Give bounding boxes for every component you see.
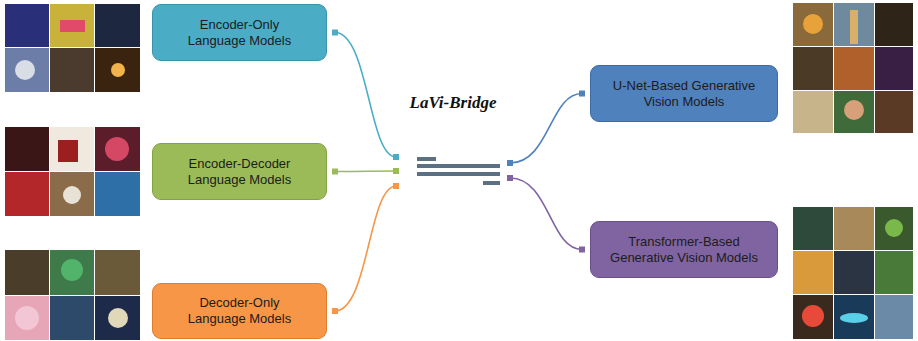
model-box: U-Net-Based Generative Vision Models bbox=[590, 65, 778, 122]
image-grid bbox=[793, 207, 913, 339]
model-box: Encoder-Decoder Language Models bbox=[152, 143, 327, 200]
model-box: Transformer-Based Generative Vision Mode… bbox=[590, 221, 778, 278]
image-grid bbox=[5, 4, 140, 92]
bridge-bars bbox=[404, 150, 502, 190]
image-grid bbox=[5, 250, 140, 340]
bridge-node: LaVi-Bridge bbox=[404, 150, 502, 190]
box-label: Decoder-Only Language Models bbox=[181, 295, 299, 327]
end-dot bbox=[393, 183, 399, 189]
bridge-bar bbox=[483, 181, 500, 185]
model-box: Encoder-Only Language Models bbox=[152, 4, 327, 61]
connector bbox=[510, 178, 582, 250]
connector bbox=[335, 186, 396, 311]
model-box: Decoder-Only Language Models bbox=[152, 283, 327, 339]
box-label: Encoder-Decoder Language Models bbox=[181, 156, 299, 188]
box-label: U-Net-Based Generative Vision Models bbox=[601, 78, 767, 110]
connector bbox=[510, 94, 582, 164]
bridge-bar bbox=[417, 157, 436, 161]
end-dot bbox=[507, 160, 513, 166]
end-dot bbox=[393, 168, 399, 174]
end-dot bbox=[332, 30, 338, 36]
end-dot bbox=[579, 247, 585, 253]
connector bbox=[335, 33, 396, 158]
box-label: Transformer-Based Generative Vision Mode… bbox=[601, 234, 767, 266]
end-dot bbox=[393, 154, 399, 160]
connector bbox=[335, 170, 396, 172]
image-grid bbox=[5, 127, 140, 216]
box-label: Encoder-Only Language Models bbox=[181, 17, 299, 49]
image-grid bbox=[793, 3, 913, 133]
bridge-bar bbox=[417, 172, 500, 176]
end-dot bbox=[332, 308, 338, 314]
end-dot bbox=[332, 169, 338, 175]
bridge-title: LaVi-Bridge bbox=[398, 92, 508, 114]
end-dot bbox=[507, 175, 513, 181]
bridge-bar bbox=[417, 164, 500, 168]
end-dot bbox=[579, 91, 585, 97]
